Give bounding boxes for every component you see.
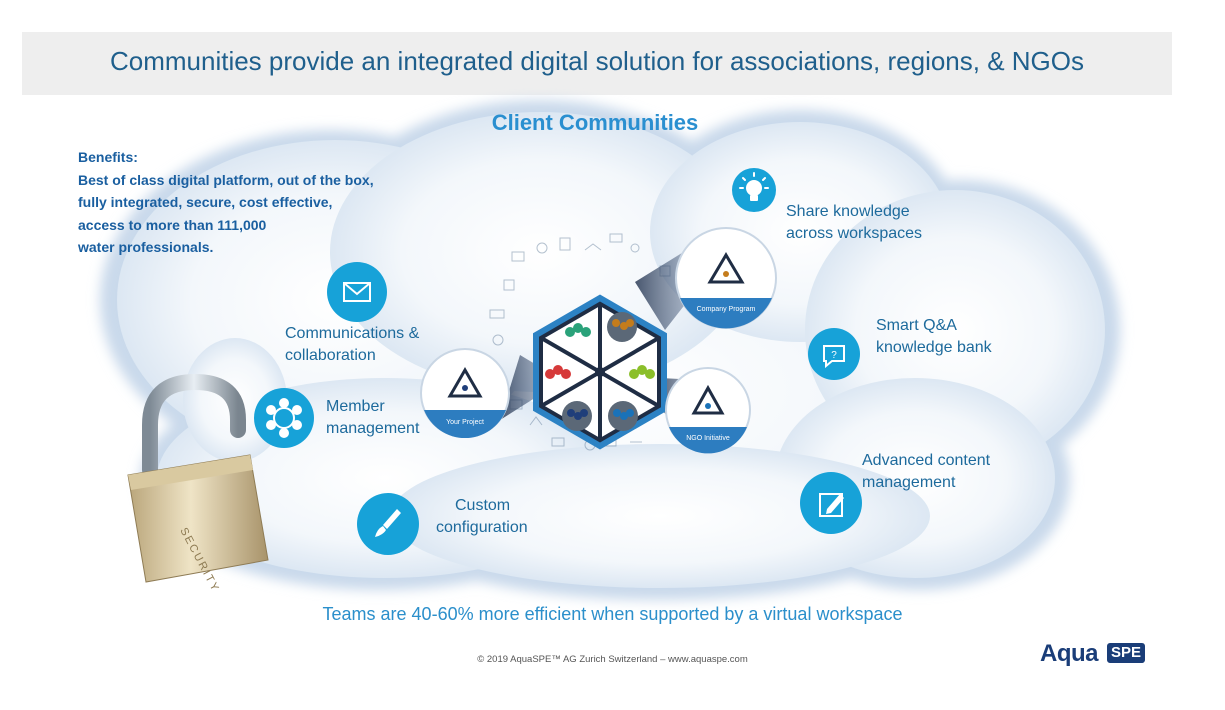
- badge-label: Company Program: [697, 306, 756, 313]
- feature-label-share: Share knowledge across workspaces: [786, 203, 923, 242]
- feature-label-member: Member management: [326, 398, 420, 437]
- page-title: Communities provide an integrated digita…: [109, 46, 1085, 76]
- feature-label-content: Advanced content management: [862, 452, 991, 491]
- question-bubble-icon: ?: [808, 328, 860, 380]
- logo-spe-text: SPE: [1107, 643, 1146, 663]
- svg-text:?: ?: [831, 350, 837, 361]
- badge-label: Your Project: [446, 419, 484, 426]
- feature-label-qa: Smart Q&A knowledge bank: [876, 317, 992, 356]
- logo-aqua-text: Aqua: [1040, 640, 1099, 667]
- benefits-block: Benefits: Best of class digital platform…: [78, 146, 458, 259]
- section-title: Client Communities: [491, 110, 699, 135]
- lightbulb-icon: [732, 168, 776, 212]
- edit-icon: [800, 472, 862, 534]
- title-banner: Communities provide an integrated digita…: [22, 32, 1172, 95]
- your-project-badge: Your Project: [420, 348, 510, 439]
- ngo-initiative-badge: NGO Initiative: [665, 367, 751, 454]
- workspace-hub: Company Program Your Project NGO Initiat…: [420, 227, 777, 454]
- feature-label-comm: Communications & collaboration: [285, 325, 420, 364]
- benefits-line: water professionals.: [78, 239, 214, 255]
- copyright-footer: © 2019 AquaSPE™ AG Zurich Switzerland – …: [477, 654, 748, 665]
- group-icon: [613, 409, 634, 420]
- group-icon: [629, 365, 655, 379]
- envelope-icon: [327, 262, 387, 322]
- benefits-line: fully integrated, secure, cost effective…: [78, 194, 333, 210]
- group-icon: [545, 365, 571, 379]
- benefits-line: Best of class digital platform, out of t…: [78, 171, 374, 188]
- padlock-image: SECURITY: [127, 373, 269, 590]
- benefits-line: access to more than 111,000: [78, 216, 267, 233]
- group-icon: [565, 323, 591, 337]
- group-icon: [567, 409, 588, 420]
- company-program-badge: Company Program: [675, 227, 777, 329]
- brush-icon: [357, 493, 419, 555]
- benefits-heading: Benefits:: [78, 149, 138, 165]
- group-icon: [612, 319, 634, 330]
- network-icon: [254, 388, 314, 448]
- feature-label-config: Custom configuration: [436, 497, 528, 536]
- tagline: Teams are 40-60% more efficient when sup…: [322, 604, 903, 624]
- badge-label: NGO Initiative: [686, 435, 730, 442]
